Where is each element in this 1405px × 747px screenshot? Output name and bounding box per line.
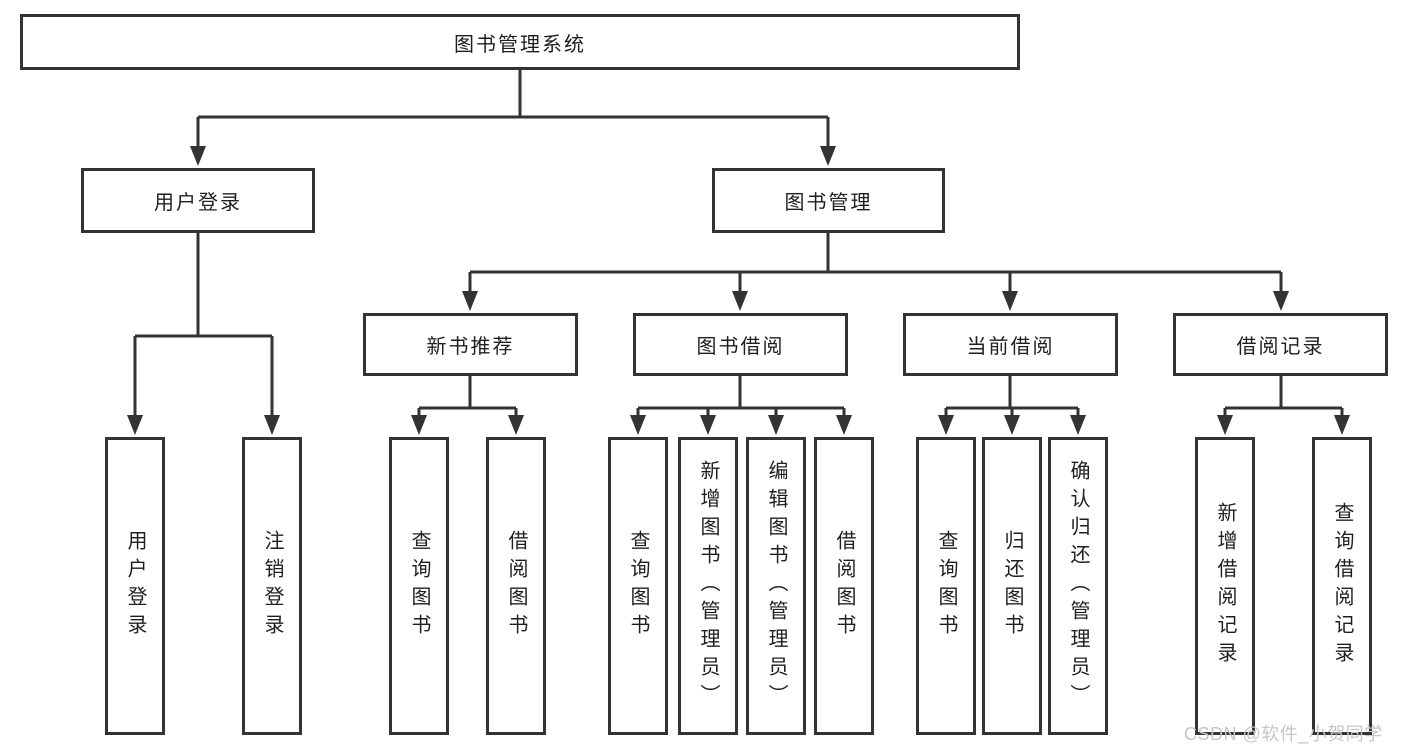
node-label: 当前借阅: [966, 336, 1055, 358]
node-label: 用户登录: [154, 192, 242, 214]
leaf-label: 确认归还（管理员）: [1067, 460, 1089, 712]
leaf-add-borrow-record: 新增借阅记录: [1195, 437, 1255, 735]
leaf-confirm-return-admin: 确认归还（管理员）: [1048, 437, 1108, 735]
leaf-label: 借阅图书: [833, 530, 855, 642]
leaf-label: 新增图书（管理员）: [697, 460, 719, 712]
leaf-add-book-admin: 新增图书（管理员）: [678, 437, 738, 735]
leaf-label: 注销登录: [261, 530, 283, 642]
node-book-borrowing: 图书借阅: [633, 313, 848, 376]
leaf-query-books-recommend: 查询图书: [389, 437, 449, 735]
leaf-query-books-current: 查询图书: [916, 437, 976, 735]
leaf-user-login: 用户登录: [105, 437, 165, 735]
leaf-label: 查询图书: [627, 530, 649, 642]
leaf-label: 借阅图书: [505, 530, 527, 642]
leaf-label: 查询图书: [408, 530, 430, 642]
leaf-label: 编辑图书（管理员）: [765, 460, 787, 712]
leaf-label: 查询借阅记录: [1331, 502, 1353, 670]
node-borrowing-records: 借阅记录: [1173, 313, 1388, 376]
node-new-book-recommendation: 新书推荐: [363, 313, 578, 376]
leaf-label: 归还图书: [1001, 530, 1023, 642]
node-label: 借阅记录: [1236, 336, 1325, 358]
node-book-management-branch: 图书管理: [712, 168, 945, 233]
csdn-watermark: CSDN @软件_小贺同学: [1184, 724, 1383, 744]
leaf-label: 用户登录: [124, 530, 146, 642]
leaf-edit-book-admin: 编辑图书（管理员）: [746, 437, 806, 735]
node-library-management-system: 图书管理系统: [20, 14, 1020, 70]
node-label: 图书借阅: [696, 336, 785, 358]
node-label: 图书管理: [784, 192, 873, 214]
leaf-label: 查询图书: [935, 530, 957, 642]
leaf-borrow-books-recommend: 借阅图书: [486, 437, 546, 735]
node-user-login-branch: 用户登录: [81, 168, 315, 233]
leaf-borrow-books: 借阅图书: [814, 437, 874, 735]
leaf-query-books-borrow: 查询图书: [608, 437, 668, 735]
node-label: 新书推荐: [426, 336, 515, 358]
leaf-return-book: 归还图书: [982, 437, 1042, 735]
leaf-query-borrow-record: 查询借阅记录: [1312, 437, 1372, 735]
leaf-label: 新增借阅记录: [1214, 502, 1236, 670]
node-label: 图书管理系统: [454, 33, 586, 56]
node-current-borrowing: 当前借阅: [903, 313, 1118, 376]
leaf-logout: 注销登录: [242, 437, 302, 735]
